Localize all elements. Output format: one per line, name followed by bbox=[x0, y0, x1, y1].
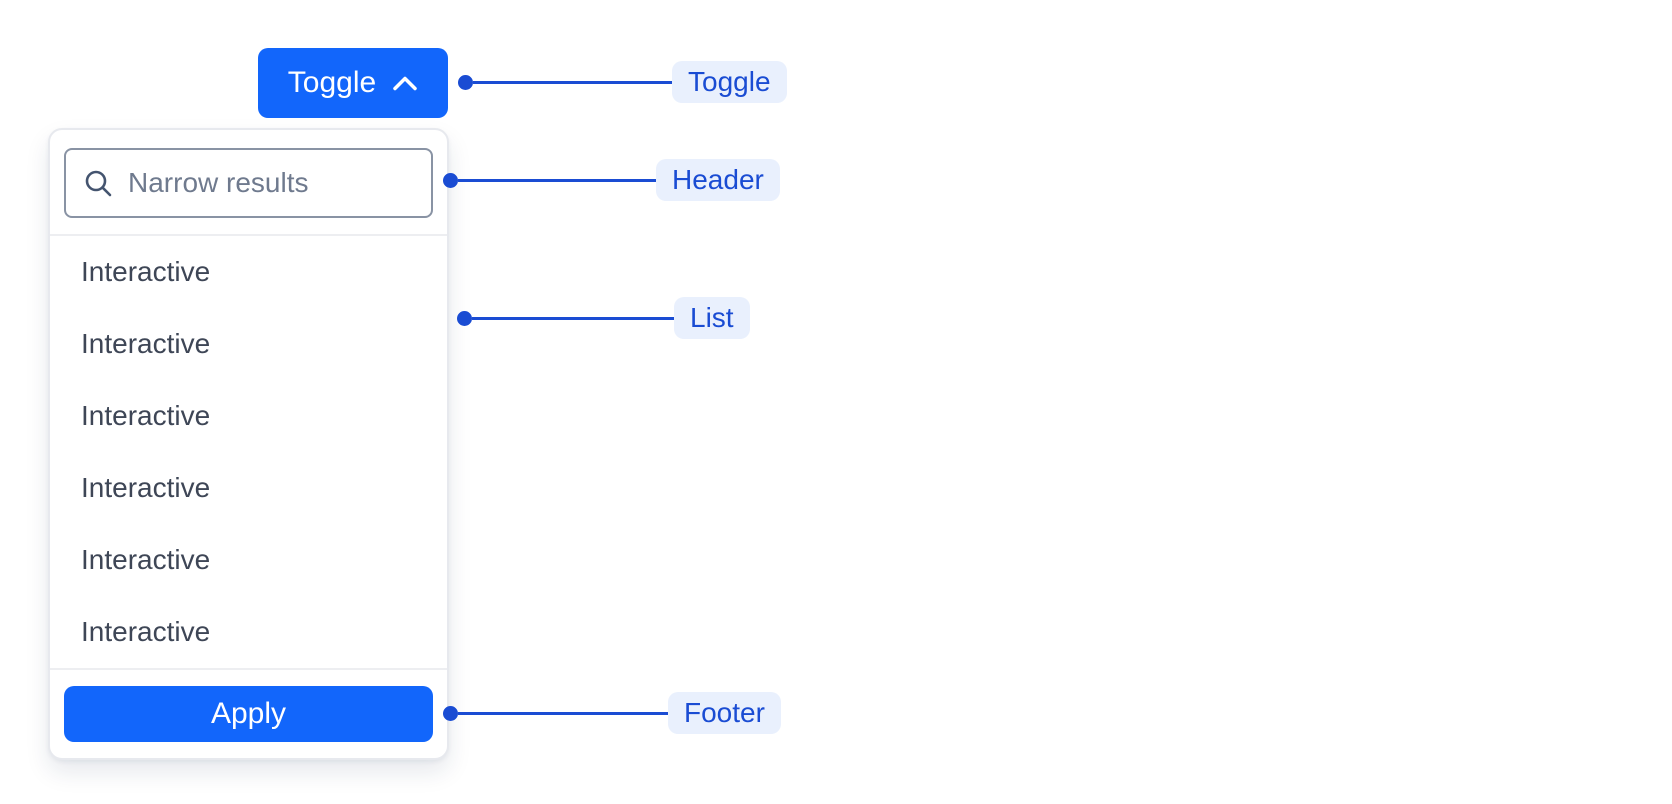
search-icon bbox=[82, 167, 114, 199]
annotation-line bbox=[458, 178, 656, 182]
annotation-dot bbox=[443, 705, 458, 721]
toggle-button-label: Toggle bbox=[287, 66, 377, 99]
dropdown-panel: Interactive Interactive Interactive Inte… bbox=[48, 128, 449, 760]
list-item[interactable]: Interactive bbox=[81, 400, 211, 431]
dropdown-footer: Apply bbox=[50, 670, 447, 758]
list-item[interactable]: Interactive bbox=[81, 472, 211, 503]
footer-divider bbox=[50, 668, 447, 670]
toggle-button[interactable]: Toggle bbox=[258, 48, 448, 118]
dropdown-header bbox=[50, 130, 447, 234]
annotation-dot bbox=[443, 172, 458, 188]
chevron-up-icon bbox=[392, 75, 418, 92]
apply-button[interactable]: Apply bbox=[64, 686, 433, 742]
annotation-line bbox=[458, 711, 668, 715]
annotation-line bbox=[473, 80, 672, 84]
list-item[interactable]: Interactive bbox=[81, 256, 211, 287]
annotation-label-footer: Footer bbox=[668, 692, 781, 734]
annotation-toggle: Toggle bbox=[458, 61, 787, 103]
header-divider bbox=[50, 234, 447, 236]
annotation-label-toggle: Toggle bbox=[672, 61, 787, 103]
annotation-list: List bbox=[457, 297, 750, 339]
annotation-label-list: List bbox=[674, 297, 750, 339]
annotation-dot bbox=[457, 310, 472, 326]
list-item[interactable]: Interactive bbox=[81, 544, 211, 575]
annotation-dot bbox=[458, 74, 473, 90]
search-field[interactable] bbox=[64, 148, 433, 218]
annotation-line bbox=[472, 316, 674, 320]
list-item[interactable]: Interactive bbox=[81, 328, 211, 359]
annotation-header: Header bbox=[443, 159, 780, 201]
search-input[interactable] bbox=[128, 167, 415, 199]
list-item[interactable]: Interactive bbox=[81, 616, 211, 647]
dropdown-list: Interactive Interactive Interactive Inte… bbox=[50, 236, 447, 668]
annotation-label-header: Header bbox=[656, 159, 780, 201]
annotation-footer: Footer bbox=[443, 692, 781, 734]
